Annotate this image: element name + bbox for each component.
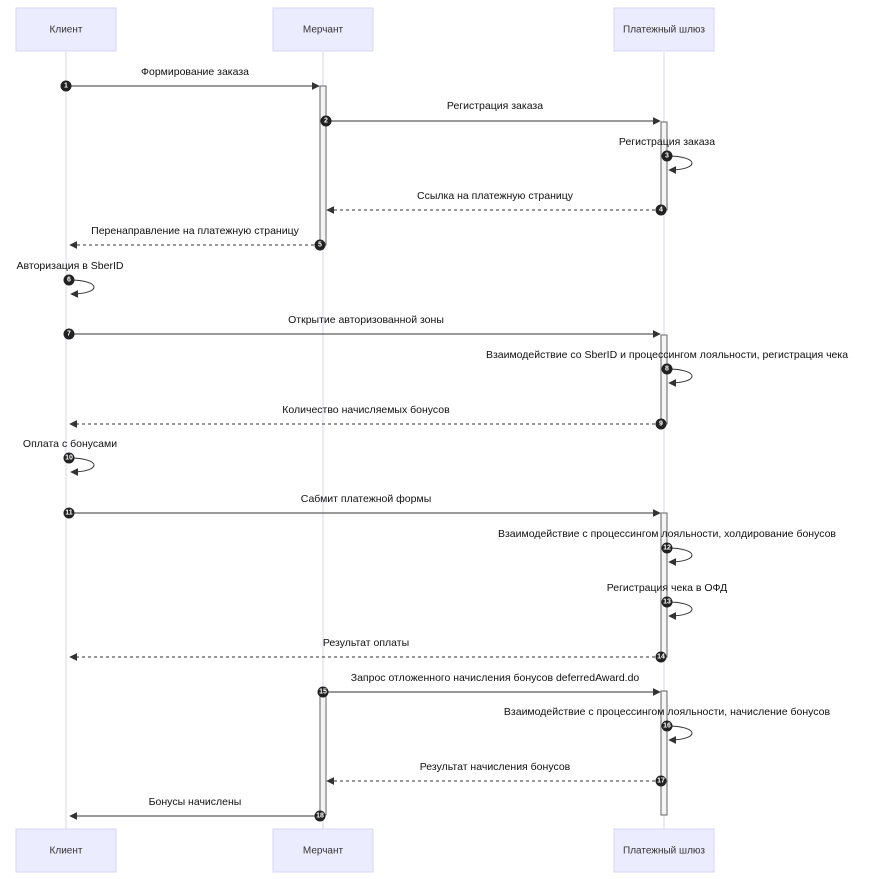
activation-gateway-4 [660, 690, 668, 816]
step-number: 14 [657, 654, 665, 661]
message-8: Взаимодействие со SberID и процессингом … [486, 349, 848, 387]
message-label: Формирование заказа [141, 66, 249, 78]
actor-bottom-gateway: Платежный шлюз [613, 828, 715, 873]
step-number-badge [655, 651, 667, 663]
step-number-badge [661, 720, 673, 732]
message-label: Регистрация заказа [447, 100, 543, 112]
message-label: Открытие авторизованной зоны [288, 314, 444, 326]
activation-merchant-2 [319, 690, 327, 816]
message-9: Количество начисляемых бонусов 9 [69, 404, 667, 430]
message-label: Количество начисляемых бонусов [282, 404, 450, 416]
step-number-badge [655, 775, 667, 787]
message-label: Запрос отложенного начисления бонусов de… [351, 672, 640, 684]
step-number: 12 [663, 545, 671, 552]
step-number: 13 [663, 599, 671, 606]
message-label: Взаимодействие с процессингом лояльности… [498, 528, 836, 540]
message-11: Сабмит платежной формы 11 [63, 493, 661, 519]
message-2: Регистрация заказа 2 [320, 100, 661, 127]
activation-merchant-1 [319, 85, 327, 246]
actor-top-merchant: Мерчант [272, 7, 374, 52]
step-number: 15 [319, 689, 327, 696]
step-number-badge [60, 80, 72, 92]
message-label: Результат начисления бонусов [420, 761, 571, 773]
step-number-badge [63, 452, 75, 464]
step-number-badge [655, 204, 667, 216]
message-1: Формирование заказа 1 [60, 66, 320, 92]
message-label: Сабмит платежной формы [301, 493, 432, 505]
step-number: 10 [65, 455, 73, 462]
message-10: Оплата с бонусами 10 [23, 438, 117, 476]
step-number-badge [661, 542, 673, 554]
actor-label: Мерчант [303, 846, 344, 857]
step-number: 7 [67, 331, 71, 338]
step-number-badge [314, 239, 326, 251]
step-number: 8 [665, 366, 669, 373]
step-number: 18 [316, 813, 324, 820]
step-number-badge [63, 328, 75, 340]
message-7: Открытие авторизованной зоны 7 [63, 314, 661, 340]
message-label: Результат оплаты [323, 637, 409, 649]
step-number-badge [661, 150, 673, 162]
step-number: 3 [665, 153, 669, 160]
actor-bottom-merchant: Мерчант [272, 828, 374, 873]
message-5: Перенаправление на платежную страницу 5 [69, 225, 326, 251]
step-number: 4 [659, 207, 663, 214]
message-15: Запрос отложенного начисления бонусов de… [317, 672, 661, 698]
message-17: Результат начисления бонусов 17 [326, 761, 667, 787]
message-16: Взаимодействие с процессингом лояльности… [504, 706, 831, 744]
step-number: 9 [659, 421, 663, 428]
actor-top-client: Клиент [15, 7, 117, 52]
step-number: 17 [657, 778, 665, 785]
actor-label: Платежный шлюз [623, 846, 705, 857]
message-6: Авторизация в SberID 6 [17, 260, 124, 298]
step-number-badge [655, 418, 667, 430]
step-number: 1 [64, 83, 68, 90]
actor-label: Клиент [50, 846, 83, 857]
message-label: Авторизация в SberID [17, 260, 124, 272]
message-label: Взаимодействие со SberID и процессингом … [486, 349, 848, 361]
actor-label: Мерчант [303, 25, 344, 36]
message-label: Перенаправление на платежную страницу [91, 225, 299, 237]
actor-label: Клиент [50, 25, 83, 36]
step-number-badge [317, 686, 329, 698]
message-label: Ссылка на платежную страницу [417, 190, 574, 202]
step-number-badge [63, 274, 75, 286]
message-label: Бонусы начислены [149, 796, 242, 808]
actor-top-gateway: Платежный шлюз [613, 7, 715, 52]
message-18: Бонусы начислены 18 [69, 796, 326, 822]
message-label: Взаимодействие с процессингом лояльности… [504, 706, 831, 718]
actor-label: Платежный шлюз [623, 25, 705, 36]
message-14: Результат оплаты 14 [69, 637, 667, 663]
step-number-badge [320, 115, 332, 127]
message-4: Ссылка на платежную страницу 4 [326, 190, 667, 216]
step-number-badge [661, 363, 673, 375]
message-label: Оплата с бонусами [23, 438, 117, 450]
step-number: 16 [663, 723, 671, 730]
step-number-badge [661, 596, 673, 608]
step-number: 11 [65, 510, 73, 517]
message-12: Взаимодействие с процессингом лояльности… [498, 528, 836, 566]
step-number: 5 [318, 242, 322, 249]
actor-bottom-client: Клиент [15, 828, 117, 873]
message-3: Регистрация заказа 3 [619, 136, 715, 174]
step-number-badge [63, 507, 75, 519]
message-label: Регистрация заказа [619, 136, 715, 148]
step-number: 6 [67, 277, 71, 284]
message-13: Регистрация чека в ОФД 13 [607, 582, 728, 620]
step-number-badge [314, 810, 326, 822]
message-label: Регистрация чека в ОФД [607, 582, 728, 594]
step-number: 2 [324, 118, 328, 125]
